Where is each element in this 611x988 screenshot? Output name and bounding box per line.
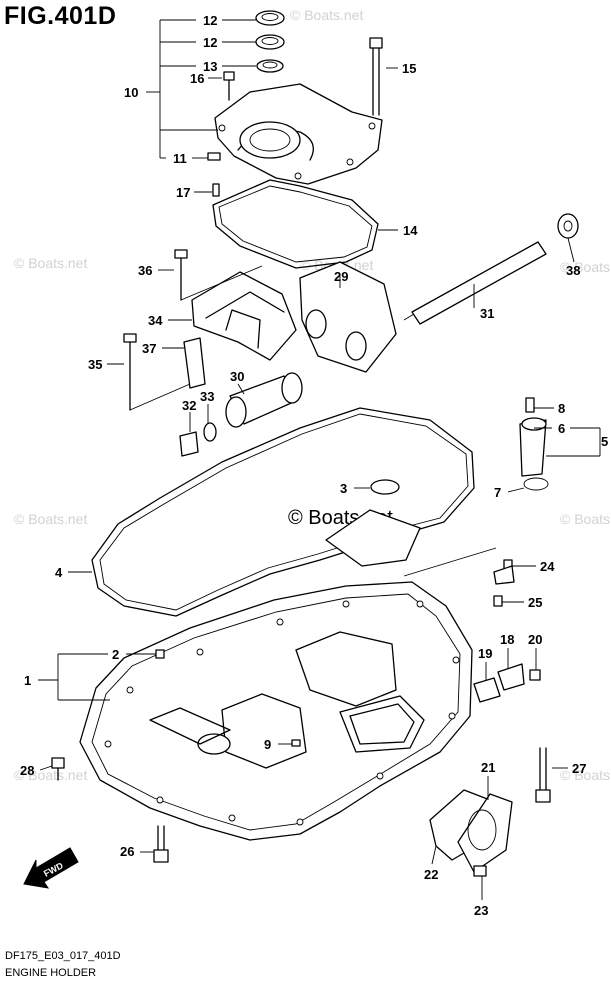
callout-13: 13 (203, 59, 217, 74)
callout-31: 31 (480, 306, 494, 321)
callout-12: 12 (203, 35, 217, 50)
callout-22: 22 (424, 867, 438, 882)
callout-5: 5 (601, 434, 608, 449)
callout-34: 34 (148, 313, 163, 328)
callout-20: 20 (528, 632, 542, 647)
callout-4: 4 (55, 565, 63, 580)
diagram-code: DF175_E03_017_401D (5, 950, 121, 962)
part-side-components (51, 559, 551, 877)
callout-25: 25 (528, 595, 542, 610)
callout-16: 16 (190, 71, 204, 86)
callout-24: 24 (540, 559, 555, 574)
callout-12: 12 (203, 13, 217, 28)
figure-title: FIG.401D (4, 2, 117, 30)
callout-7: 7 (494, 485, 501, 500)
callout-19: 19 (478, 646, 492, 661)
watermark: © Boats.net (14, 767, 87, 783)
callout-37: 37 (142, 341, 156, 356)
part-shaft-31 (403, 213, 579, 325)
callout-group: 12 12 13 15 16 10 11 17 14 38 36 29 31 3… (20, 13, 608, 918)
part-mount-29 (179, 261, 397, 457)
callout-33: 33 (200, 389, 214, 404)
callout-8: 8 (558, 401, 565, 416)
callout-11: 11 (173, 151, 187, 166)
callout-35: 35 (88, 357, 102, 372)
callout-17: 17 (176, 185, 190, 200)
diagram-name: ENGINE HOLDER (5, 967, 97, 979)
callout-18: 18 (500, 632, 514, 647)
watermark: © Boats.net (14, 511, 87, 527)
watermark: © Boats.net (560, 259, 611, 275)
callout-38: 38 (566, 263, 580, 278)
callout-23: 23 (474, 903, 488, 918)
watermark-group: © Boats.net © Boats.net © Boats.net © Bo… (14, 7, 611, 785)
part-gasket-14 (212, 179, 379, 269)
callout-30: 30 (230, 369, 244, 384)
watermark: © Boats.net (560, 511, 611, 527)
callout-6: 6 (558, 421, 565, 436)
leader-lines (38, 19, 601, 900)
part-bracket-34 (123, 249, 297, 411)
callout-14: 14 (403, 223, 418, 238)
part-engine-holder-1 (79, 581, 473, 841)
callout-29: 29 (334, 269, 348, 284)
watermark: © Boats.net (560, 767, 611, 783)
callout-27: 27 (572, 761, 586, 776)
part-fitting-5 (519, 397, 549, 491)
watermark: © Boats.net (14, 255, 87, 271)
callout-26: 26 (120, 844, 134, 859)
callout-9: 9 (264, 737, 271, 752)
callout-15: 15 (402, 61, 416, 76)
part-gasket-4 (91, 407, 475, 617)
callout-10: 10 (124, 85, 138, 100)
callout-3: 3 (340, 481, 347, 496)
callout-28: 28 (20, 763, 34, 778)
part-cover-assembly (207, 10, 383, 197)
callout-1: 1 (24, 673, 31, 688)
callout-36: 36 (138, 263, 152, 278)
callout-32: 32 (182, 398, 196, 413)
callout-2: 2 (112, 647, 119, 662)
fwd-arrow-icon: FWD (23, 847, 79, 889)
watermark: © Boats.net (290, 7, 363, 23)
callout-21: 21 (481, 760, 495, 775)
